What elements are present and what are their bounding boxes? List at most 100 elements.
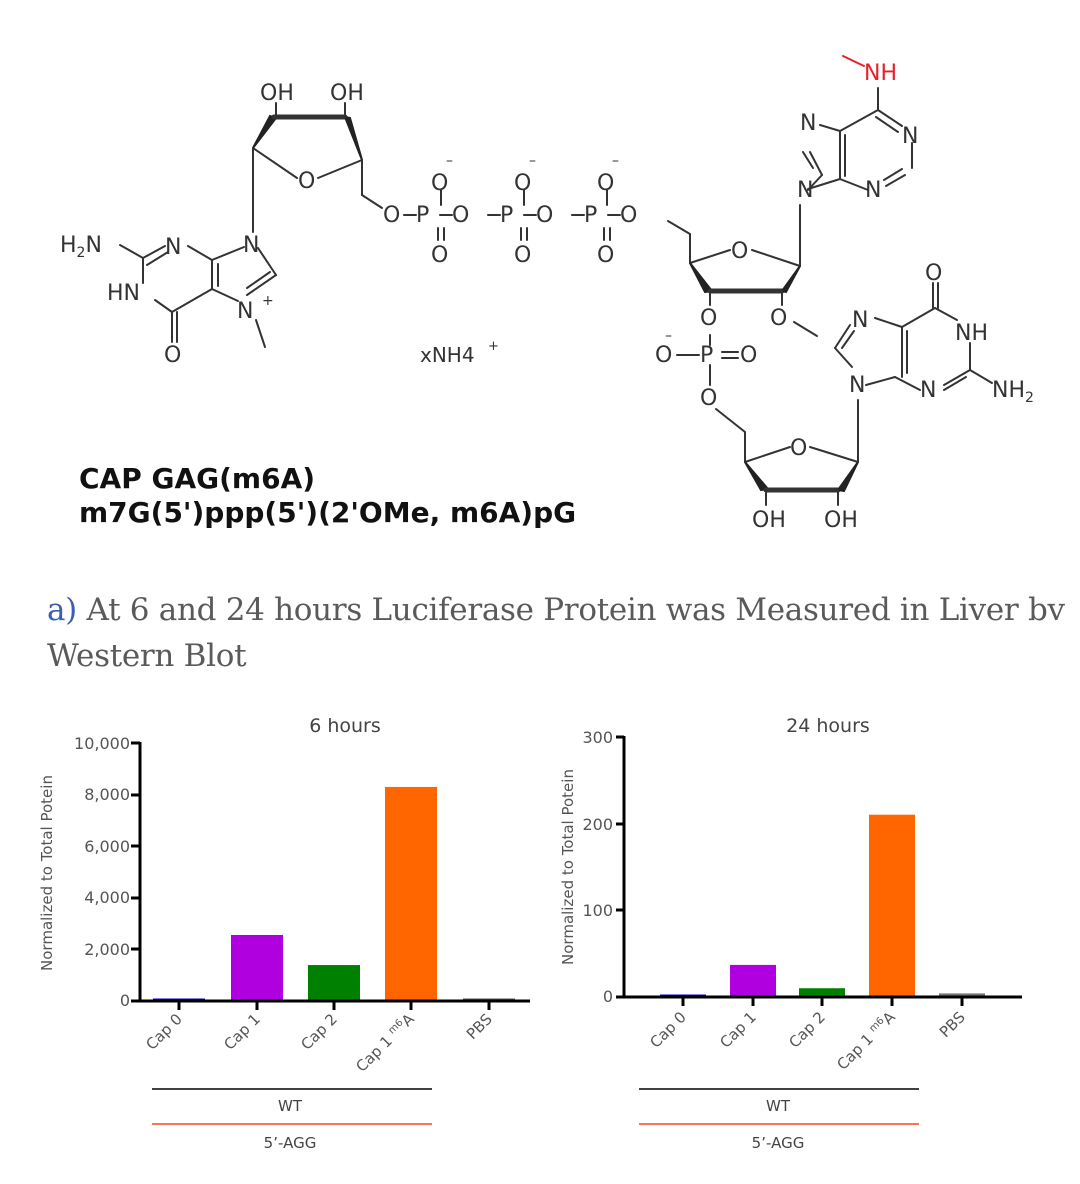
counterion-charge: + — [488, 339, 499, 354]
figure-caption: a) At 6 and 24 hours Luciferase Protein … — [47, 587, 1067, 679]
bar-cap-1-m6a — [385, 786, 437, 1000]
svg-text:–: – — [612, 153, 619, 169]
caption-text: At 6 and 24 hours Luciferase Protein was… — [47, 592, 1065, 674]
y-ticks: 300 200 100 0 — [582, 728, 613, 1006]
svg-text:Cap 0: Cap 0 — [142, 1010, 185, 1053]
svg-text:O: O — [597, 243, 614, 268]
svg-text:O: O — [536, 203, 553, 228]
svg-text:+: + — [262, 293, 274, 309]
compound-name: CAP GAG(m6A) — [79, 462, 315, 495]
wt-group-label: WT — [766, 1097, 791, 1115]
chart-24-hours: 24 hours Normalized to Total Potein 300 … — [559, 715, 1022, 1152]
svg-text:NH2: NH2 — [992, 378, 1034, 406]
svg-text:O: O — [431, 171, 448, 196]
svg-text:Cap 1: Cap 1 — [220, 1010, 263, 1053]
svg-text:100: 100 — [582, 901, 613, 920]
agg-group-label: 5’-AGG — [752, 1134, 805, 1152]
svg-text:P: P — [416, 203, 429, 228]
cap-gag-m6a-structure: H2N N HN O N N + O OH OH O P O P O P O O… — [60, 55, 1034, 533]
svg-text:N: N — [243, 233, 259, 258]
svg-text:O: O — [164, 343, 181, 368]
svg-text:NH: NH — [955, 321, 988, 346]
svg-text:N: N — [852, 308, 868, 333]
svg-text:O: O — [597, 171, 614, 196]
svg-text:O: O — [770, 306, 787, 331]
bar-cap-2 — [308, 965, 360, 1000]
svg-text:Cap 2: Cap 2 — [785, 1008, 828, 1051]
svg-text:O: O — [740, 343, 757, 368]
svg-text:O: O — [514, 171, 531, 196]
svg-text:6,000: 6,000 — [84, 837, 130, 856]
svg-text:O: O — [655, 343, 672, 368]
svg-text:O: O — [452, 203, 469, 228]
svg-text:0: 0 — [603, 987, 613, 1006]
svg-text:N: N — [849, 373, 865, 398]
svg-text:Cap 2: Cap 2 — [297, 1010, 340, 1053]
svg-text:O: O — [925, 261, 942, 286]
svg-text:N: N — [920, 378, 936, 403]
svg-text:PBS: PBS — [936, 1008, 969, 1041]
bars — [660, 814, 985, 996]
x-tick-labels: Cap 0 Cap 1 Cap 2 Cap 1 m6A PBS — [142, 1010, 495, 1076]
svg-text:200: 200 — [582, 815, 613, 834]
bar-cap-2 — [799, 988, 845, 996]
bar-cap-0 — [153, 998, 205, 1000]
svg-text:N: N — [797, 178, 813, 203]
compound-formula: m7G(5')ppp(5')(2'OMe, m6A)pG — [79, 496, 576, 529]
svg-text:N: N — [165, 235, 181, 260]
bar-cap-0 — [660, 994, 706, 996]
y-ticks: 10,000 8,000 6,000 4,000 2,000 0 — [74, 734, 130, 1010]
svg-text:OH: OH — [824, 508, 858, 533]
chart-title: 6 hours — [309, 715, 381, 737]
amino-group-label: H2N — [60, 233, 102, 261]
svg-text:OH: OH — [752, 508, 786, 533]
caption-label: a) — [47, 592, 77, 628]
svg-text:PBS: PBS — [463, 1010, 496, 1043]
svg-text:O: O — [620, 203, 637, 228]
svg-text:O: O — [298, 169, 315, 194]
svg-text:8,000: 8,000 — [84, 785, 130, 804]
y-axis-label: Normalized to Total Potein — [38, 775, 56, 971]
svg-text:O: O — [700, 386, 717, 411]
svg-text:O: O — [790, 436, 807, 461]
svg-text:N: N — [902, 124, 918, 149]
svg-text:HN: HN — [107, 281, 140, 306]
svg-text:–: – — [665, 328, 672, 344]
wt-group-label: WT — [278, 1097, 303, 1115]
chart-title: 24 hours — [786, 715, 870, 737]
svg-text:300: 300 — [582, 728, 613, 747]
bar-cap-1 — [231, 934, 283, 1000]
bar-pbs — [939, 993, 985, 996]
svg-text:N: N — [865, 178, 881, 203]
svg-text:Cap 1 m6A: Cap 1 m6A — [833, 1008, 899, 1074]
svg-text:Cap 0: Cap 0 — [646, 1008, 689, 1051]
svg-text:P: P — [500, 203, 513, 228]
svg-text:P: P — [700, 343, 713, 368]
svg-text:4,000: 4,000 — [84, 888, 130, 907]
svg-text:N: N — [237, 299, 253, 324]
svg-text:O: O — [514, 243, 531, 268]
svg-text:2,000: 2,000 — [84, 940, 130, 959]
svg-text:O: O — [700, 306, 717, 331]
svg-text:O: O — [731, 239, 748, 264]
svg-text:P: P — [584, 203, 597, 228]
svg-text:N: N — [800, 111, 816, 136]
svg-text:0: 0 — [120, 991, 130, 1010]
chart-6-hours: 6 hours Normalized to Total Potein 10,00… — [38, 715, 530, 1152]
svg-text:O: O — [383, 203, 400, 228]
y-axis-label: Normalized to Total Potein — [559, 769, 577, 965]
svg-text:O: O — [431, 243, 448, 268]
svg-text:–: – — [529, 153, 536, 169]
svg-text:–: – — [446, 153, 453, 169]
svg-text:OH: OH — [330, 81, 364, 106]
svg-text:Cap 1: Cap 1 — [716, 1008, 759, 1051]
svg-text:OH: OH — [260, 81, 294, 106]
svg-text:10,000: 10,000 — [74, 734, 130, 753]
x-tick-labels: Cap 0 Cap 1 Cap 2 Cap 1 m6A PBS — [646, 1008, 968, 1074]
bars — [153, 786, 515, 1000]
agg-group-label: 5’-AGG — [264, 1134, 317, 1152]
bar-cap-1-m6a — [869, 814, 915, 996]
svg-text:Cap 1 m6A: Cap 1 m6A — [352, 1010, 418, 1076]
methylamine-label: NH — [864, 61, 897, 86]
bar-pbs — [463, 998, 515, 1000]
